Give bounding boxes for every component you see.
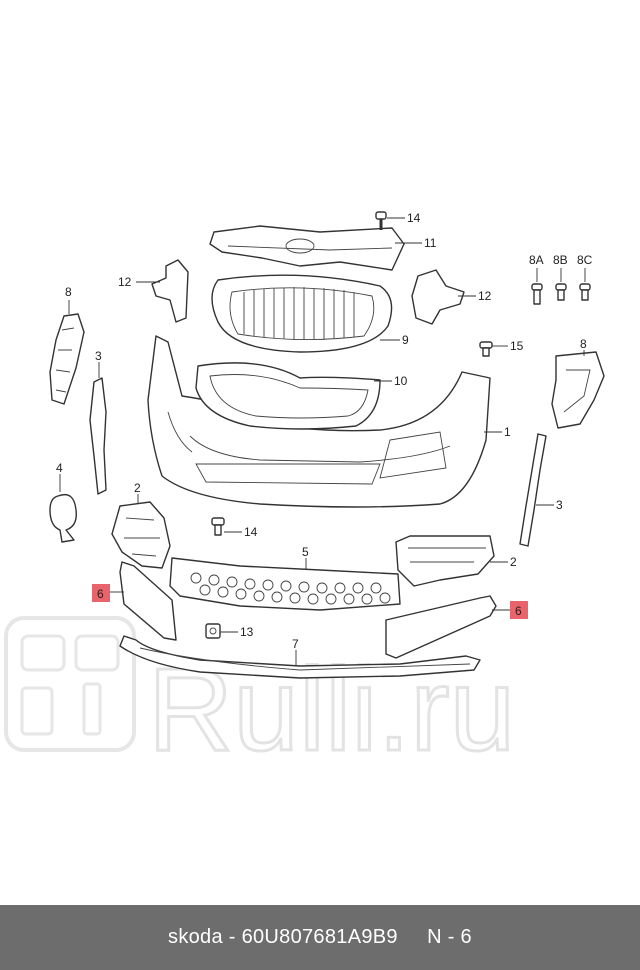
label-1: 1 <box>504 425 511 439</box>
part-6-right: 6 <box>385 595 528 659</box>
label-5: 5 <box>302 545 309 559</box>
label-8C: 8C <box>577 253 593 267</box>
label-8A: 8A <box>529 253 544 267</box>
part-3-left: 3 <box>89 349 107 495</box>
label-6-left: 6 <box>97 587 104 601</box>
part-2-left: 2 <box>111 481 171 569</box>
label-10: 10 <box>394 374 408 388</box>
label-8-right: 8 <box>580 337 587 351</box>
label-9: 9 <box>402 333 409 347</box>
highlight-6-right <box>510 601 528 619</box>
part-15-screw: 15 <box>479 339 524 357</box>
part-4-cover: 4 <box>49 461 77 543</box>
part-14-bolt-top: 14 <box>375 211 421 230</box>
label-12-right: 12 <box>478 289 492 303</box>
part-8abc-fasteners: 8A 8B 8C <box>529 253 593 305</box>
part-14-bolt-mid: 14 <box>211 517 258 539</box>
label-8B: 8B <box>553 253 568 267</box>
label-14-top: 14 <box>407 211 421 225</box>
label-3-right: 3 <box>556 498 563 512</box>
part-12-bracket-right: 12 <box>411 269 492 325</box>
label-4: 4 <box>56 461 63 475</box>
part-8-right: 8 <box>551 337 605 429</box>
part-13-clip: 13 <box>205 623 254 639</box>
part-10-frame: 10 <box>195 362 408 430</box>
label-7: 7 <box>292 637 299 651</box>
footer-bar: skoda - 60U807681A9B9 N - 6 <box>0 905 640 970</box>
label-8-left: 8 <box>65 285 72 299</box>
part-7-spoiler: 7 <box>119 635 481 679</box>
part-11-upper-cover: 11 <box>209 225 437 271</box>
highlight-6-left <box>92 584 110 602</box>
label-2-left: 2 <box>134 481 141 495</box>
label-15: 15 <box>510 339 524 353</box>
part-8-left: 8 <box>49 285 85 405</box>
footer-page-ref: N - 6 <box>427 926 472 948</box>
label-14-mid: 14 <box>244 525 258 539</box>
part-6-left: 6 <box>92 561 177 641</box>
part-9-grille: 9 <box>211 274 409 353</box>
label-2-right: 2 <box>510 555 517 569</box>
label-11: 11 <box>424 236 437 250</box>
footer-brand: skoda <box>168 926 223 948</box>
label-13: 13 <box>240 625 254 639</box>
part-5-lower-grille: 5 <box>169 545 401 611</box>
parts-diagram: Rulli.ru 11 14 9 12 <box>4 211 605 778</box>
label-6-right: 6 <box>515 604 522 618</box>
footer-part-number: 60U807681A9B9 <box>241 926 398 948</box>
part-12-bracket-left: 12 <box>118 259 189 323</box>
label-3-left: 3 <box>95 349 102 363</box>
part-3-right: 3 <box>519 433 563 547</box>
label-12-left: 12 <box>118 275 132 289</box>
part-2-right: 2 <box>395 535 517 587</box>
watermark: Rulli.ru <box>4 616 517 778</box>
